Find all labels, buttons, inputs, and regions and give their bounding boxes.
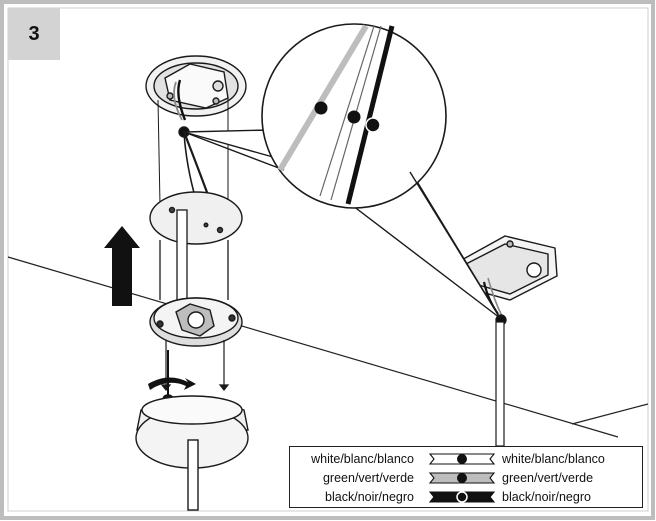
legend-right-label: green/vert/verde [502, 471, 594, 485]
mounting-bracket [149, 297, 243, 347]
legend-right-label: black/noir/negro [502, 490, 591, 504]
legend-row-green: green/vert/verde green/vert/verde [290, 468, 642, 488]
right-cord [495, 321, 505, 447]
white-wire-connector-icon [428, 453, 496, 465]
inner-border [7, 7, 649, 512]
step-number-badge: 3 [8, 8, 60, 60]
legend-left-label: green/vert/verde [322, 471, 414, 485]
zoom-callout [183, 23, 501, 319]
legend-row-white: white/blanc/blanco white/blanc/blanco [290, 449, 642, 469]
right-junction-box [457, 235, 558, 326]
legend-row-black: black/noir/negro black/noir/negro [290, 487, 642, 507]
canopy-plate [149, 191, 243, 245]
ceiling-lines [7, 256, 649, 438]
black-wire-connector-icon [428, 491, 496, 503]
curved-arrow-icon [148, 377, 196, 390]
legend-left-label: black/noir/negro [325, 490, 414, 504]
ceiling-junction-box [145, 55, 247, 138]
legend-left-label: white/blanc/blanco [311, 452, 414, 466]
legend-right-label: white/blanc/blanco [502, 452, 605, 466]
down-rod [159, 209, 229, 301]
green-wire-connector-icon [428, 472, 496, 484]
up-arrow-icon [104, 226, 140, 306]
fixture-base [135, 395, 249, 511]
wire-color-legend: white/blanc/blanco white/blanc/blanco gr… [289, 446, 643, 508]
